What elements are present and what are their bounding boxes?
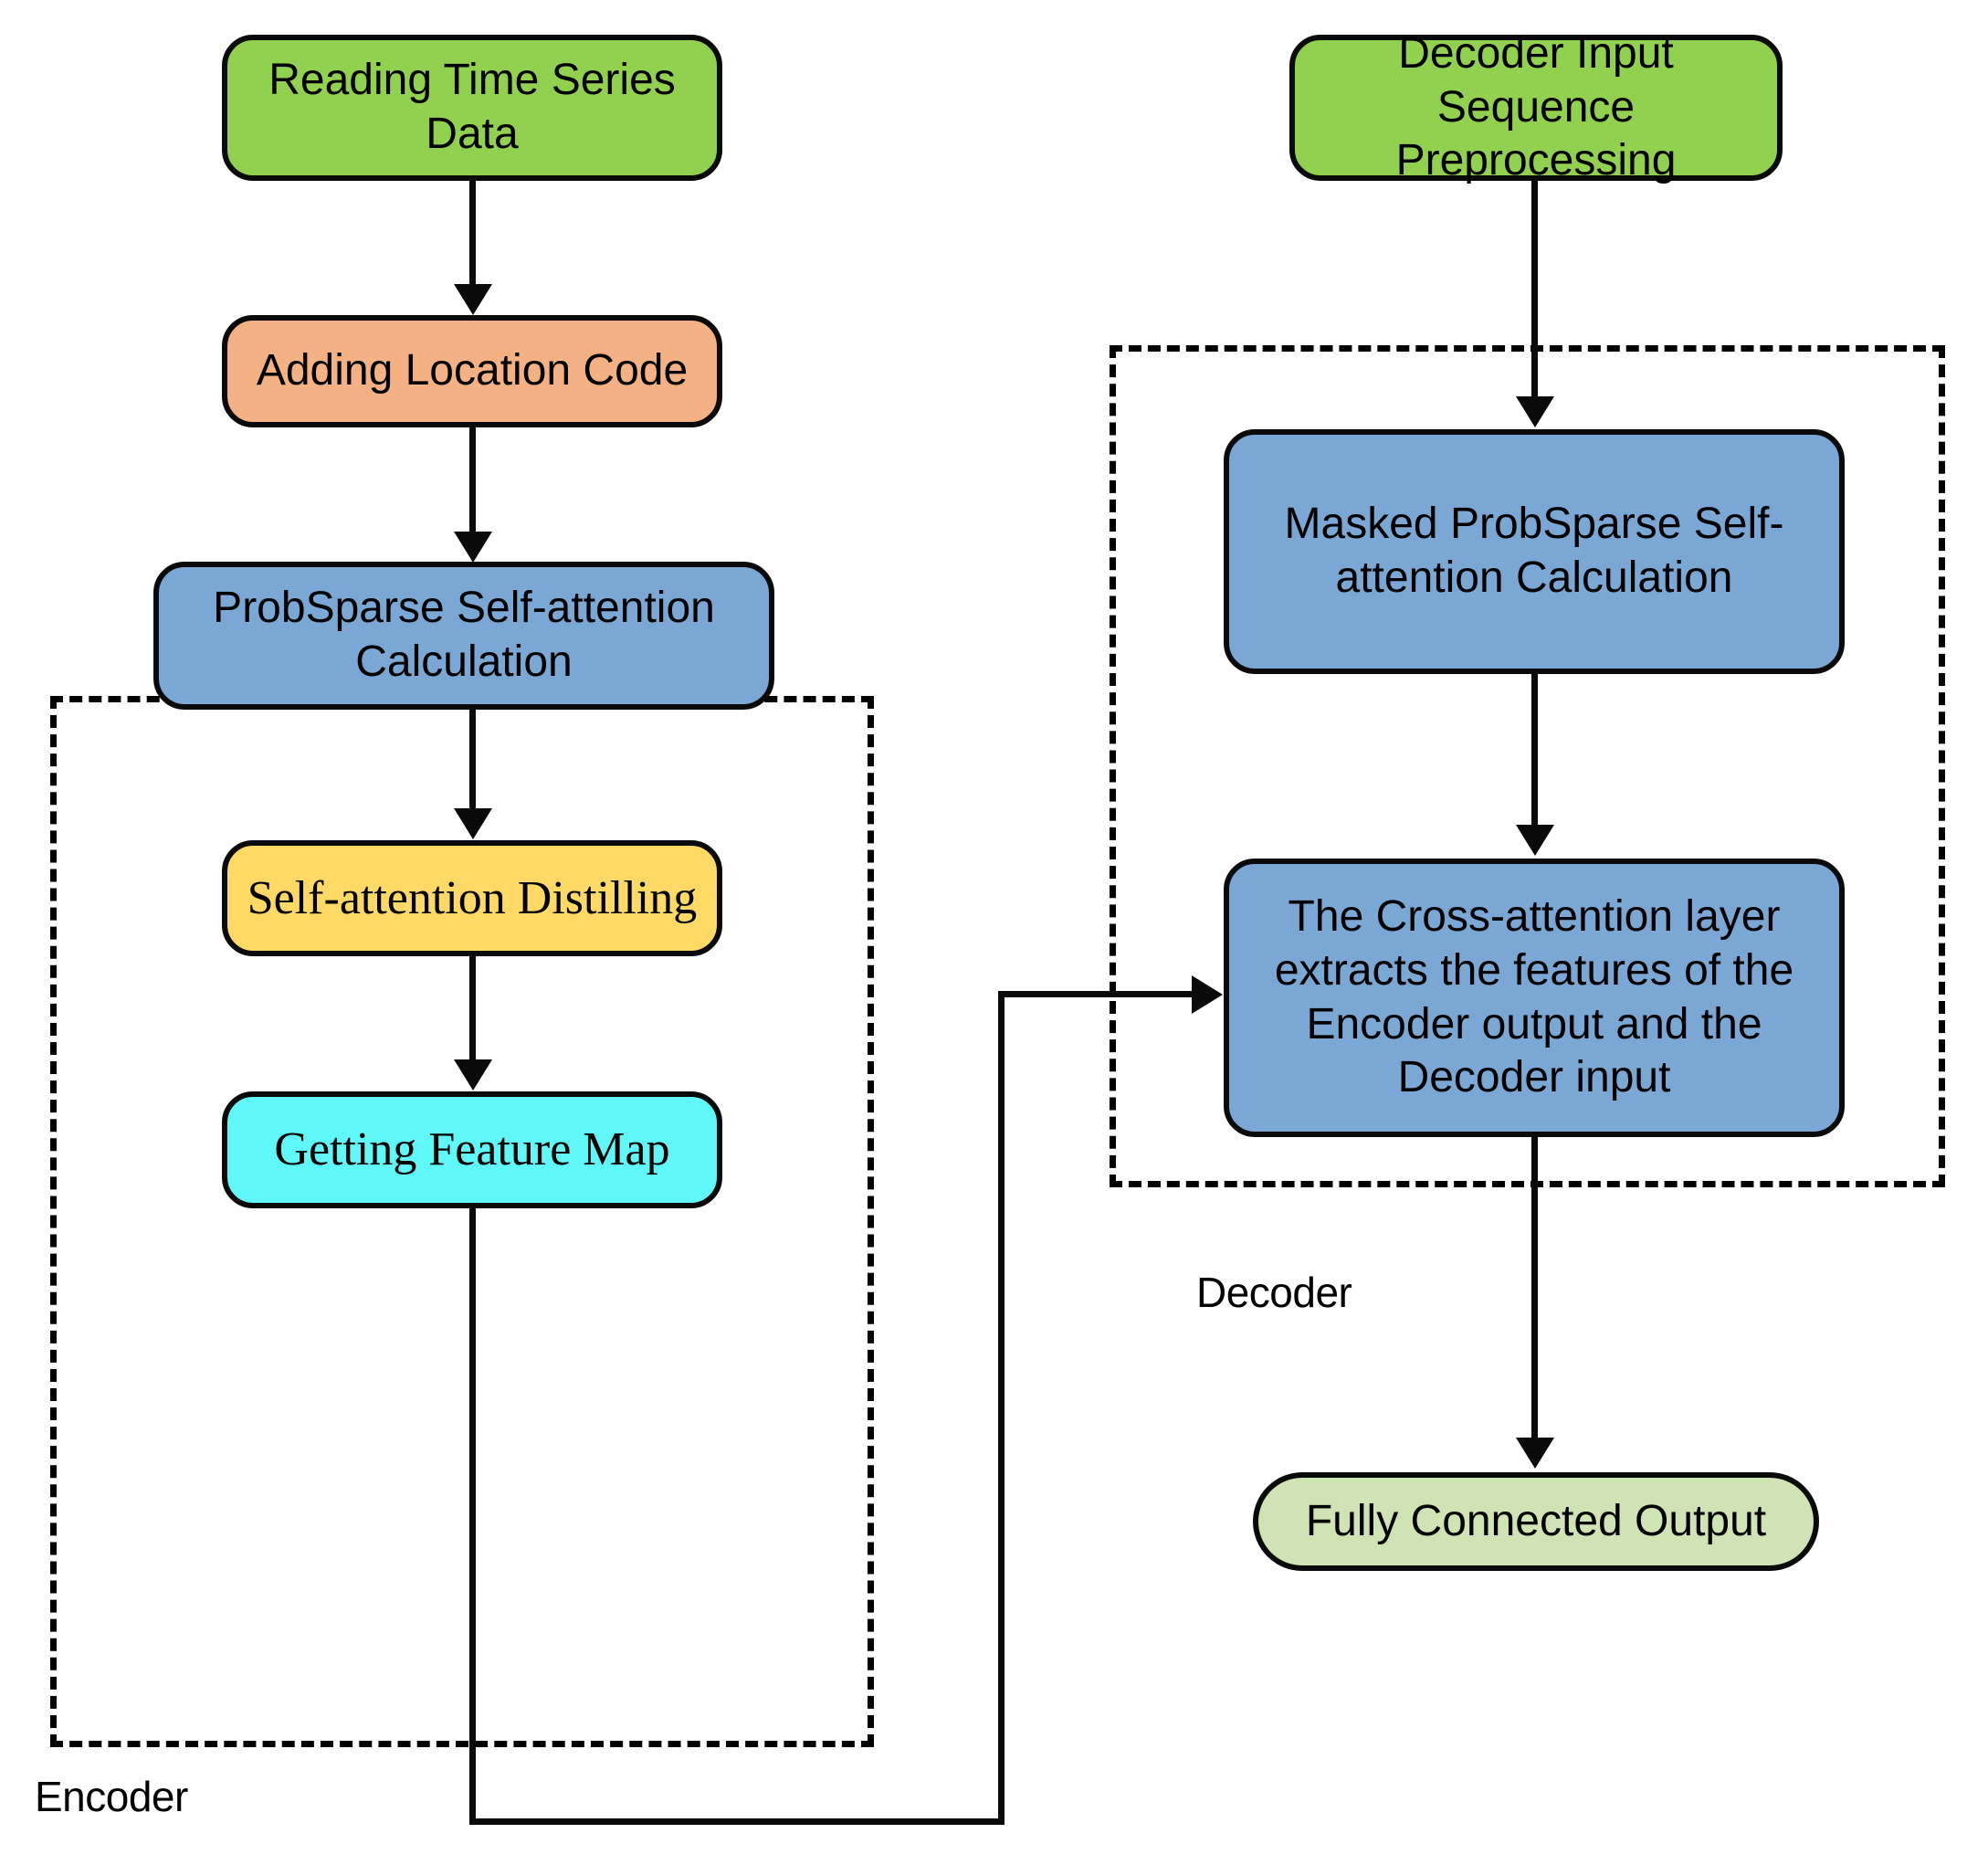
node-decoder-input-sequence-preprocessing[interactable]: Decoder Input Sequence Preprocessing xyxy=(1289,29,1783,184)
node-cross-attention-layer[interactable]: The Cross-attention layer extracts the f… xyxy=(1224,859,1845,1137)
edge-dec-input-to-masked-arrow xyxy=(1516,396,1554,427)
node-getting-feature-map[interactable]: Getting Feature Map xyxy=(222,1091,722,1208)
edge-feature-map-to-cross-attn-segment-in xyxy=(998,991,1197,997)
edge-dec-input-to-masked-line xyxy=(1531,180,1538,399)
node-masked-probsparse-self-attention-calculation[interactable]: Masked ProbSparse Self-attention Calcula… xyxy=(1224,429,1845,674)
edge-probsparse-to-distilling-arrow xyxy=(454,808,492,839)
edge-location-to-probsparse-line xyxy=(469,427,476,535)
node-self-attention-distilling[interactable]: Self-attention Distilling xyxy=(222,840,722,956)
node-probsparse-self-attention-calculation[interactable]: ProbSparse Self-attention Calculation xyxy=(153,562,774,710)
edge-read-data-to-location-line xyxy=(469,180,476,288)
edge-distilling-to-feature-map-line xyxy=(469,956,476,1061)
edge-masked-to-cross-attn-line xyxy=(1531,674,1538,827)
edge-feature-map-to-cross-attn-arrow xyxy=(1192,975,1223,1014)
edge-masked-to-cross-attn-arrow xyxy=(1516,825,1554,856)
edge-feature-map-to-cross-attn-segment-up xyxy=(998,991,1005,1825)
edge-location-to-probsparse-arrow xyxy=(454,532,492,563)
edge-cross-attn-to-fc-output-line xyxy=(1531,1137,1538,1440)
edge-cross-attn-to-fc-output-arrow xyxy=(1516,1438,1554,1469)
node-adding-location-code[interactable]: Adding Location Code xyxy=(222,315,722,427)
decoder-group-label: Decoder xyxy=(1196,1269,1352,1316)
node-fully-connected-output[interactable]: Fully Connected Output xyxy=(1253,1472,1819,1571)
edge-feature-map-to-cross-attn-segment-down xyxy=(469,1208,476,1825)
encoder-group-label: Encoder xyxy=(35,1773,188,1820)
edge-read-data-to-location-arrow xyxy=(454,284,492,315)
edge-feature-map-to-cross-attn-segment-right xyxy=(469,1818,1005,1825)
node-reading-time-series-data[interactable]: Reading Time Series Data xyxy=(222,35,722,181)
edge-distilling-to-feature-map-arrow xyxy=(454,1059,492,1091)
edge-probsparse-to-distilling-line xyxy=(469,710,476,810)
decoder-group-boundary xyxy=(1110,345,1945,1187)
